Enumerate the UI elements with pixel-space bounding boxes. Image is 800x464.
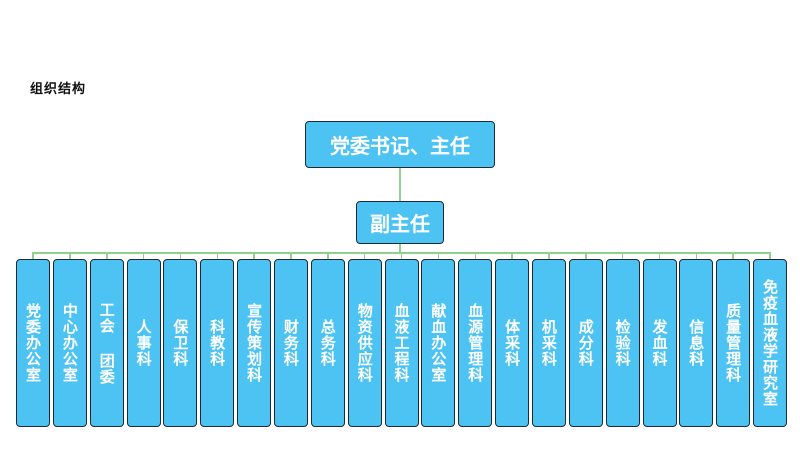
dept-box: 科教科 — [200, 259, 235, 427]
dept-box: 财务科 — [273, 259, 308, 427]
dept-box: 免疫血液学研究室 — [753, 259, 787, 427]
connector-drop — [732, 252, 734, 259]
dept-box: 人事科 — [126, 259, 161, 427]
dept-box: 保卫科 — [163, 259, 198, 427]
dept-box: 物资供应科 — [347, 259, 382, 427]
connector-drop — [437, 252, 440, 259]
connector-drop — [474, 252, 476, 259]
dept-box: 党委办公室 — [16, 259, 50, 427]
connector-drop — [511, 252, 513, 259]
connector-drop — [32, 252, 34, 259]
dept-box: 发血科 — [642, 259, 677, 427]
connector-drop — [216, 252, 218, 259]
connector-drop — [621, 252, 624, 259]
connector-drop — [290, 252, 292, 259]
dept-box: 成分科 — [568, 259, 603, 427]
connector-drop — [658, 252, 661, 259]
dept-box: 献血办公室 — [421, 259, 456, 427]
connector-drop — [695, 252, 698, 259]
connector-drop — [363, 252, 366, 259]
connector-top-to-deputy — [399, 168, 401, 201]
connector-drop — [142, 252, 145, 259]
connector-drop — [769, 252, 771, 259]
connector-deputy-to-bus — [399, 244, 401, 253]
dept-box: 质量管理科 — [716, 259, 751, 427]
connector-drop — [69, 252, 71, 259]
dept-box: 总务科 — [310, 259, 345, 427]
dept-box: 工会 团委 — [89, 259, 124, 427]
connector-drop — [106, 252, 108, 259]
dept-box: 血源管理科 — [458, 259, 493, 427]
connector-drop — [585, 252, 587, 259]
top-leader-box: 党委书记、主任 — [305, 121, 495, 168]
dept-box: 信息科 — [679, 259, 714, 427]
dept-box: 机采科 — [531, 259, 566, 427]
connector-drop — [179, 252, 182, 259]
dept-box: 宣传策划科 — [237, 259, 272, 427]
connector-drop — [548, 252, 550, 259]
dept-box: 检验科 — [605, 259, 640, 427]
connector-drop — [400, 252, 403, 259]
dept-box: 血液工程科 — [384, 259, 419, 427]
deputy-director-box: 副主任 — [356, 201, 444, 244]
dept-box: 中心办公室 — [52, 259, 87, 427]
connector-drop — [253, 252, 255, 259]
connector-drop — [327, 252, 329, 259]
dept-box: 体采科 — [495, 259, 530, 427]
page-title: 组织结构 — [30, 82, 87, 97]
